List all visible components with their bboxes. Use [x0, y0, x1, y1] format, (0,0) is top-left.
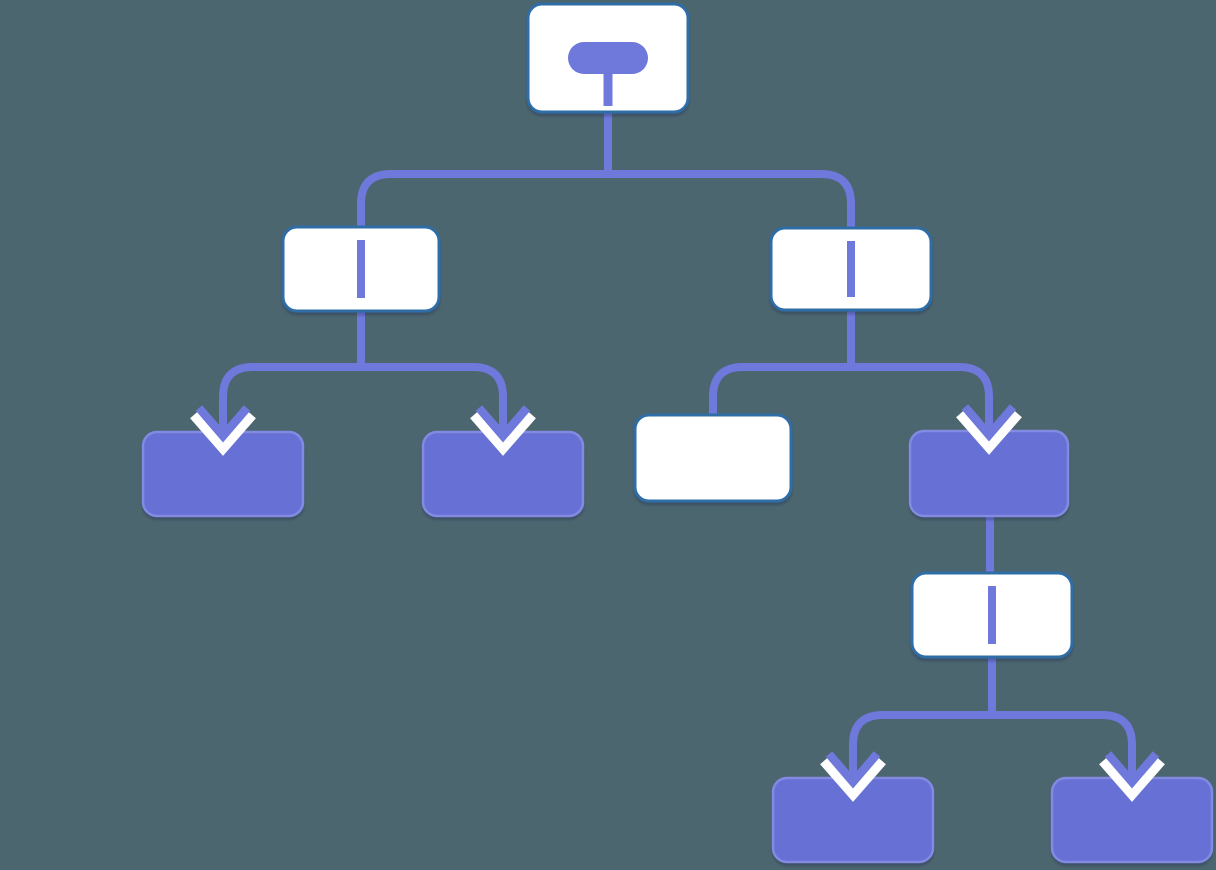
- arrowhead-icon: [956, 401, 1022, 455]
- node-start-root[interactable]: [526, 2, 690, 114]
- edge-right-split: [709, 308, 993, 417]
- node-card-blank[interactable]: [633, 413, 793, 503]
- card-shape: [633, 413, 793, 503]
- arrowhead-icon: [470, 402, 536, 456]
- node-branch-left[interactable]: [281, 225, 441, 313]
- arrowhead-icon: [820, 748, 886, 802]
- node-branch-bottom[interactable]: [910, 571, 1074, 659]
- start-pill-icon: [568, 42, 648, 74]
- edge-root-split: [357, 110, 855, 230]
- edge-left-split: [219, 309, 507, 412]
- arrowhead-icon: [1099, 748, 1165, 802]
- node-branch-right[interactable]: [769, 226, 933, 312]
- edge-bottom-split: [849, 656, 1136, 758]
- arrowhead-icon: [190, 402, 256, 456]
